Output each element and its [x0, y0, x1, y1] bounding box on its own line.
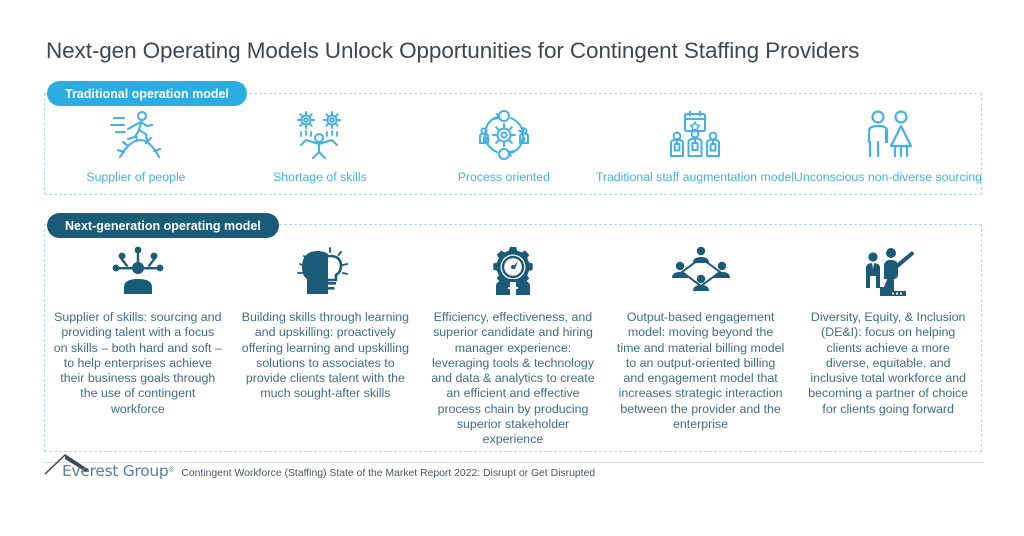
person-on-steps-pointing-icon: [858, 240, 918, 298]
nextgen-item-text: Building skills through learning and ups…: [241, 310, 410, 401]
traditional-item: Process oriented: [412, 100, 596, 185]
circular-process-gear-icon: [473, 106, 535, 164]
traditional-items-row: Supplier of people: [44, 100, 982, 192]
nextgen-item-text: Diversity, Equity, & Inclusion (DE&I): f…: [808, 310, 969, 416]
traditional-item: Traditional staff augmentation model: [596, 100, 794, 185]
footer: Everest Group ® Contingent Workforce (St…: [44, 454, 984, 480]
traditional-item: Unconscious non-diverse sourcing: [794, 100, 982, 185]
nextgen-item: Efficiency, effectiveness, and superior …: [419, 240, 607, 448]
traditional-item-caption: Supplier of people: [86, 170, 186, 184]
male-female-figures-icon: [860, 106, 916, 164]
nextgen-item: Output-based engagement model: moving be…: [607, 240, 795, 432]
traditional-item-caption: Traditional staff augmentation model: [595, 170, 795, 184]
traditional-item-caption: Process oriented: [457, 170, 550, 184]
traditional-badge: Traditional operation model: [47, 81, 247, 106]
nextgen-badge-label: Next-generation operating model: [65, 218, 261, 233]
people-network-diamond-icon: [671, 240, 731, 298]
everest-group-logo: Everest Group ®: [44, 454, 175, 480]
traditional-item-caption: Unconscious non-diverse sourcing: [794, 170, 983, 184]
logo-registered-mark: ®: [168, 465, 175, 474]
traditional-section-box: [44, 93, 982, 195]
calendar-staff-badges-icon: [664, 106, 726, 164]
mountain-peak-icon: [44, 454, 89, 475]
nextgen-item-text: Efficiency, effectiveness, and superior …: [431, 310, 595, 447]
gears-raining-on-person-icon: [289, 106, 351, 164]
footer-divider: [44, 462, 984, 463]
traditional-badge-label: Traditional operation model: [65, 86, 229, 101]
nextgen-badge: Next-generation operating model: [47, 213, 279, 238]
gear-gauge-person-icon: [484, 240, 542, 298]
nextgen-item: Building skills through learning and ups…: [232, 240, 420, 402]
head-lightbulb-icon: [297, 240, 353, 298]
traditional-item: Shortage of skills: [228, 100, 412, 185]
footer-source-text: Contingent Workforce (Staffing) State of…: [181, 468, 596, 479]
nextgen-items-row: Supplier of skills: sourcing and providi…: [44, 240, 982, 448]
logo-text: Everest Group: [62, 462, 169, 480]
page-title: Next-gen Operating Models Unlock Opportu…: [46, 38, 860, 63]
traditional-item: Supplier of people: [44, 100, 228, 185]
nextgen-item-text: Output-based engagement model: moving be…: [616, 310, 785, 432]
person-network-nodes-icon: [110, 240, 166, 298]
nextgen-item-text: Supplier of skills: sourcing and providi…: [53, 310, 222, 416]
nextgen-item: Supplier of skills: sourcing and providi…: [44, 240, 232, 417]
running-person-gear-icon: [106, 106, 166, 164]
traditional-item-caption: Shortage of skills: [273, 170, 367, 184]
nextgen-item: Diversity, Equity, & Inclusion (DE&I): f…: [794, 240, 982, 417]
